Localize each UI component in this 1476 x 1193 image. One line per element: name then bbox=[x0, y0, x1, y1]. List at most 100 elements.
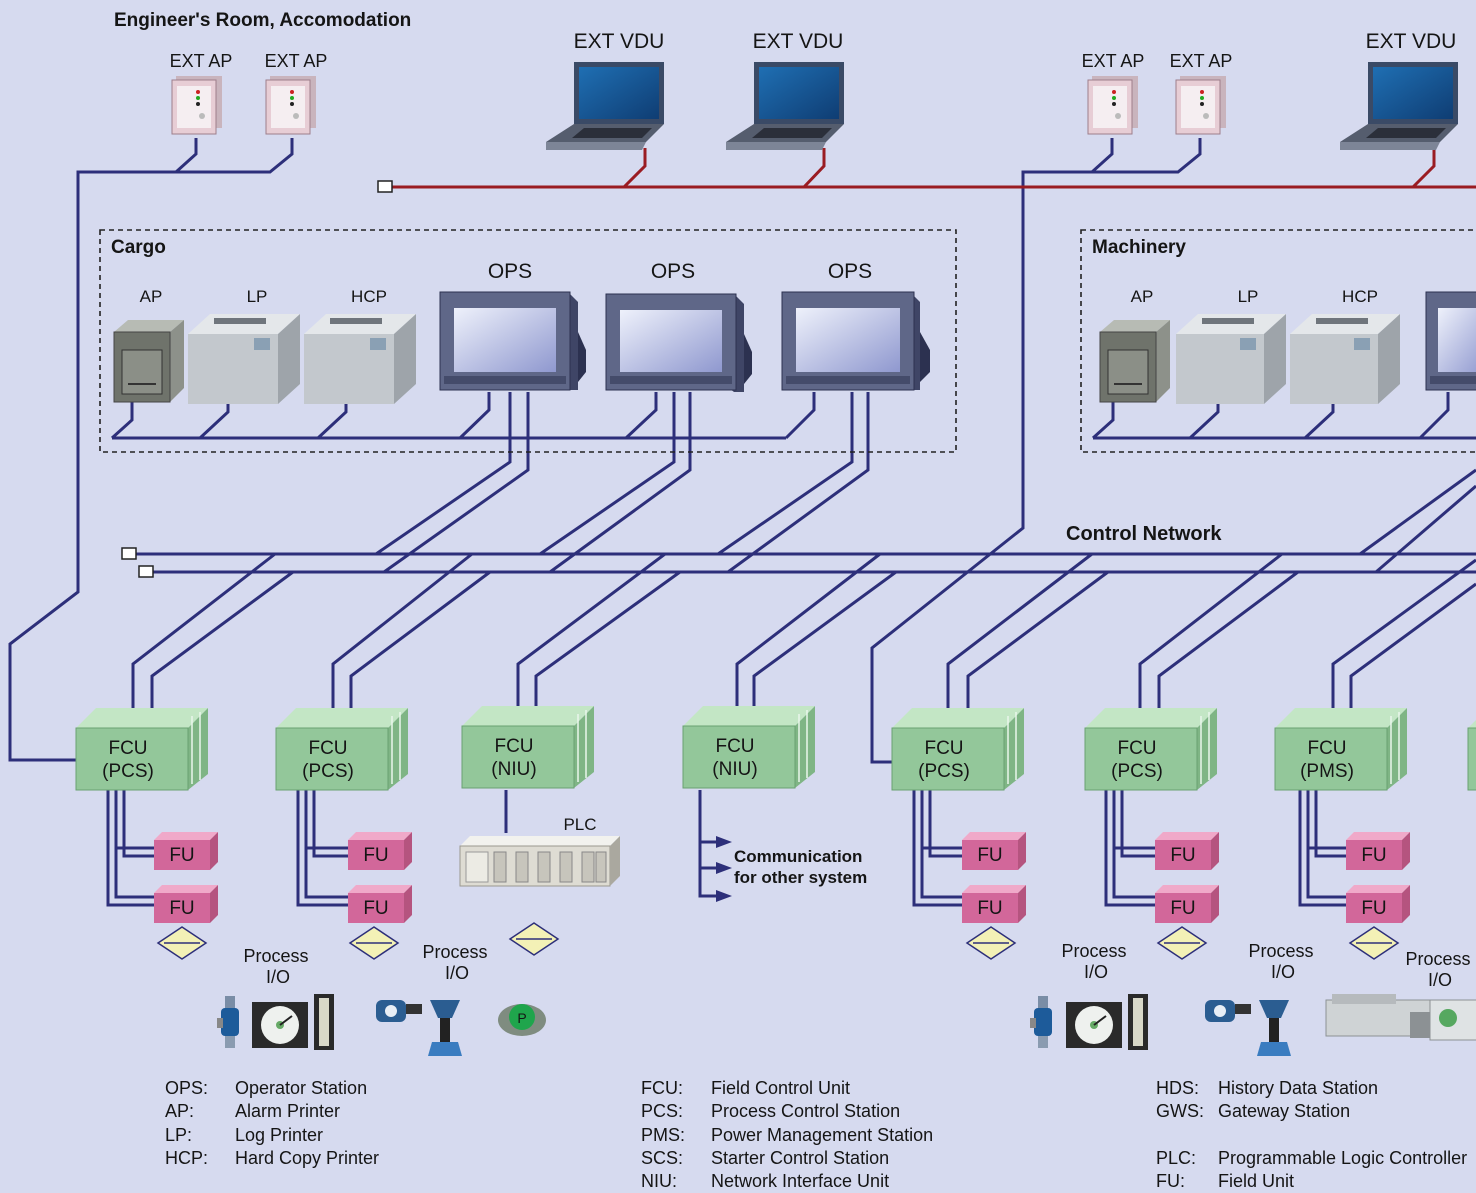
legend-desc: Starter Control Station bbox=[711, 1147, 890, 1168]
ops-monitor-icon bbox=[439, 291, 586, 391]
io-label: I/O bbox=[1428, 970, 1452, 990]
fcu-type: (NIU) bbox=[491, 759, 536, 780]
legend-desc: Alarm Printer bbox=[235, 1101, 341, 1122]
ext-ap-label: EXT AP bbox=[1082, 51, 1145, 71]
network-terminator bbox=[377, 180, 393, 193]
fu-label: FU bbox=[169, 845, 194, 866]
legend-abbr: PCS: bbox=[641, 1101, 684, 1122]
legend-abbr bbox=[1156, 1124, 1218, 1147]
legend-abbr: AP: bbox=[165, 1101, 195, 1122]
ops-label: OPS bbox=[651, 260, 695, 283]
legend-abbr: PLC: bbox=[1156, 1147, 1197, 1168]
ap-label: AP bbox=[140, 287, 163, 306]
ext-ap-link-right bbox=[870, 138, 1114, 764]
legend-desc: Power Management Station bbox=[711, 1124, 934, 1145]
legend-desc: Programmable Logic Controller bbox=[1218, 1147, 1468, 1168]
engineer-room-title: Engineer's Room, Accomodation bbox=[114, 10, 411, 31]
machinery-zone bbox=[1080, 229, 1476, 453]
ops-label: OPS bbox=[488, 260, 532, 283]
io-label: I/O bbox=[1271, 962, 1295, 982]
pump-symbol: P bbox=[517, 1010, 526, 1026]
cargo-zone bbox=[99, 229, 957, 453]
ext-vdu-label: EXT VDU bbox=[1366, 30, 1457, 53]
legend-abbr: SCS: bbox=[641, 1147, 684, 1168]
io-arrow-midlines bbox=[164, 938, 1392, 944]
ext-vdu-label: EXT VDU bbox=[574, 30, 665, 53]
comm-text-line2: for other system bbox=[734, 868, 867, 887]
process-label: Process bbox=[1405, 949, 1470, 969]
ext-ap-link-engineer bbox=[8, 138, 198, 762]
io-label: I/O bbox=[1084, 962, 1108, 982]
ops-monitor-icon bbox=[781, 291, 930, 391]
ext-ap-device bbox=[1087, 76, 1138, 135]
ap-label: AP bbox=[1131, 287, 1154, 306]
legend-abbr: HCP: bbox=[165, 1147, 209, 1168]
legend-desc: Gateway Station bbox=[1218, 1101, 1351, 1122]
legend-desc: Field Unit bbox=[1218, 1170, 1295, 1191]
legend-abbr: FU: bbox=[1156, 1170, 1185, 1191]
legend-abbr: NIU: bbox=[641, 1171, 677, 1192]
fcu-title: FCU bbox=[1307, 738, 1346, 759]
io-label: I/O bbox=[266, 967, 290, 987]
legend-desc: Log Printer bbox=[235, 1124, 324, 1145]
ext-ap-label: EXT AP bbox=[1170, 51, 1233, 71]
legend-row: SCS: Starter Control Station bbox=[641, 1147, 961, 1170]
fcu-title: FCU bbox=[715, 736, 754, 757]
fcu-title: FCU bbox=[308, 738, 347, 759]
fcu-niu-unit: FCU (NIU) bbox=[461, 706, 594, 789]
fcu-niu-unit: FCU (NIU) bbox=[682, 706, 815, 789]
legend-abbr: HDS: bbox=[1156, 1078, 1200, 1098]
legend-abbr: OPS: bbox=[165, 1078, 209, 1098]
fu-label: FU bbox=[1170, 845, 1195, 866]
fcu-type: (NIU) bbox=[712, 759, 757, 780]
fcu-title: FCU bbox=[108, 738, 147, 759]
io-label: I/O bbox=[445, 963, 469, 983]
fu-units: FU FU FU FU FU FU FU FU FU FU bbox=[154, 832, 1410, 923]
arrow-heads bbox=[716, 836, 732, 902]
ext-vdu-label: EXT VDU bbox=[753, 30, 844, 53]
legend-row: GWS: Gateway Station bbox=[1156, 1100, 1476, 1123]
fcu-pms-unit: FCU (PMS) bbox=[1274, 708, 1407, 791]
legend-abbr: LP: bbox=[165, 1124, 193, 1145]
hard-copy-printer-icon bbox=[1290, 314, 1400, 404]
valve-actuator-icon bbox=[1205, 1000, 1291, 1056]
log-printer-icon bbox=[1176, 314, 1286, 404]
ext-ap-device bbox=[171, 76, 222, 135]
legend-row: PLC: Programmable Logic Controller bbox=[1156, 1147, 1476, 1170]
fcu-title: FCU bbox=[924, 738, 963, 759]
legend-abbr: GWS: bbox=[1156, 1101, 1204, 1122]
ext-ap-device bbox=[1175, 76, 1226, 135]
control-network-title: Control Network bbox=[1066, 523, 1222, 545]
connection-lines bbox=[8, 138, 1476, 907]
comm-text-line1: Communication bbox=[734, 847, 862, 866]
fcu-pcs-unit: FCU (PCS) bbox=[75, 708, 208, 791]
fcu-pcs-unit: FCU (PCS) bbox=[1084, 708, 1217, 791]
generator-icon bbox=[1325, 994, 1476, 1041]
sensor-icon bbox=[217, 996, 239, 1048]
ext-ap-device bbox=[265, 76, 316, 135]
legend-row-spacer bbox=[1156, 1124, 1476, 1147]
legend-row: HCP: Hard Copy Printer bbox=[165, 1147, 405, 1170]
hard-copy-printer-icon bbox=[304, 314, 416, 404]
fcu-pcs-unit: FCU (PCS) bbox=[891, 708, 1024, 791]
legend-desc: Network Interface Unit bbox=[711, 1171, 890, 1192]
fcu-title: FCU bbox=[1117, 738, 1156, 759]
plc-label: PLC bbox=[563, 815, 596, 834]
hcp-label: HCP bbox=[351, 287, 387, 306]
network-terminator bbox=[138, 565, 154, 578]
legend-row: AP: Alarm Printer bbox=[165, 1100, 405, 1123]
process-label: Process bbox=[243, 946, 308, 966]
legend-abbr: FCU: bbox=[641, 1078, 683, 1098]
legend-desc: Field Control Unit bbox=[711, 1078, 851, 1098]
process-label: Process bbox=[422, 942, 487, 962]
plc-rack-icon bbox=[459, 836, 620, 887]
fcu-pcs-unit: FCU (PCS) bbox=[275, 708, 408, 791]
ext-ap-label: EXT AP bbox=[170, 51, 233, 71]
hcp-label: HCP bbox=[1342, 287, 1378, 306]
legend-desc: Hard Copy Printer bbox=[235, 1147, 380, 1168]
legend-row: NIU: Network Interface Unit bbox=[641, 1170, 961, 1193]
gauge-icon bbox=[1066, 1002, 1122, 1048]
process-label: Process bbox=[1061, 941, 1126, 961]
pump-indicator-icon: P bbox=[498, 1004, 546, 1036]
fu-label: FU bbox=[1361, 898, 1386, 919]
